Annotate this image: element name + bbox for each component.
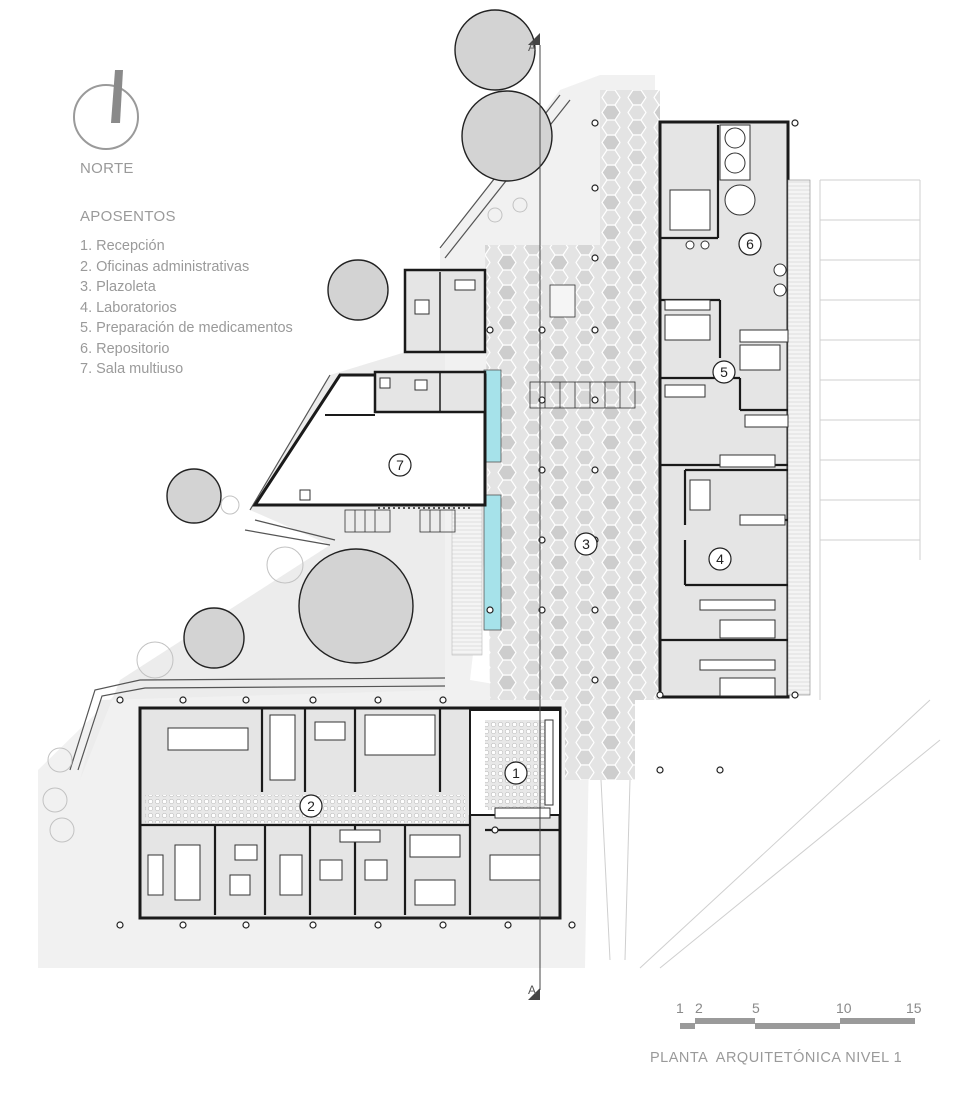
- plaza-paving: [485, 90, 660, 780]
- section-cut-label-bottom: A: [528, 983, 537, 997]
- north-arrow-icon: [73, 70, 139, 150]
- scale-tick: 1: [676, 1000, 684, 1016]
- legend-item: 7. Sala multiuso: [80, 361, 184, 377]
- legend-item: 1. Recepción: [80, 238, 165, 254]
- legend-item: 2. Oficinas administrativas: [80, 258, 250, 275]
- room-marker-4: 4: [708, 547, 732, 571]
- scale-tick: 2: [695, 1000, 703, 1016]
- wing-east: [658, 120, 811, 699]
- wing-south: [138, 706, 562, 920]
- legend-list: 1. Recepción 2. Oficinas administrativas…: [80, 236, 310, 380]
- room-number: 6: [746, 236, 754, 252]
- room-number: 4: [716, 551, 724, 567]
- room-number-markers: 1 2 3 4 5 6 7: [299, 232, 762, 818]
- room-number: 7: [396, 457, 404, 473]
- plan-title: PLANTA ARQUITETÓNICA NIVEL 1: [650, 1050, 903, 1066]
- scale-tick: 10: [836, 1000, 852, 1016]
- room-marker-5: 5: [712, 360, 736, 384]
- north-label: NORTE: [80, 160, 134, 177]
- room-number: 3: [582, 536, 590, 552]
- legend-item: 3. Plazoleta: [80, 279, 156, 295]
- structural-columns: [116, 119, 799, 929]
- legend-title: APOSENTOS: [80, 208, 176, 225]
- site-paths: [69, 94, 571, 771]
- section-cut-label-top: A: [528, 40, 537, 54]
- scale-tick: 5: [752, 1000, 760, 1016]
- shrubs: [42, 197, 528, 843]
- room-number: 5: [720, 364, 728, 380]
- room-number: 1: [512, 765, 520, 781]
- room-marker-7: 7: [388, 453, 412, 477]
- room-marker-6: 6: [738, 232, 762, 256]
- legend-item: 5. Preparación de medicamentos: [80, 320, 293, 336]
- legend-item: 4. Laboratorios: [80, 299, 177, 316]
- hall-multipurpose: [252, 268, 636, 533]
- room-marker-2: 2: [299, 794, 323, 818]
- scale-tick: 15: [906, 1000, 922, 1016]
- room-number: 2: [307, 798, 315, 814]
- trees: [166, 9, 553, 669]
- legend-item: 6. Repositorio: [80, 340, 170, 357]
- room-marker-1: 1: [504, 761, 528, 785]
- room-marker-3: 3: [574, 532, 598, 556]
- section-cut-line: [528, 33, 541, 1000]
- scale-bar-icon: [680, 1018, 915, 1029]
